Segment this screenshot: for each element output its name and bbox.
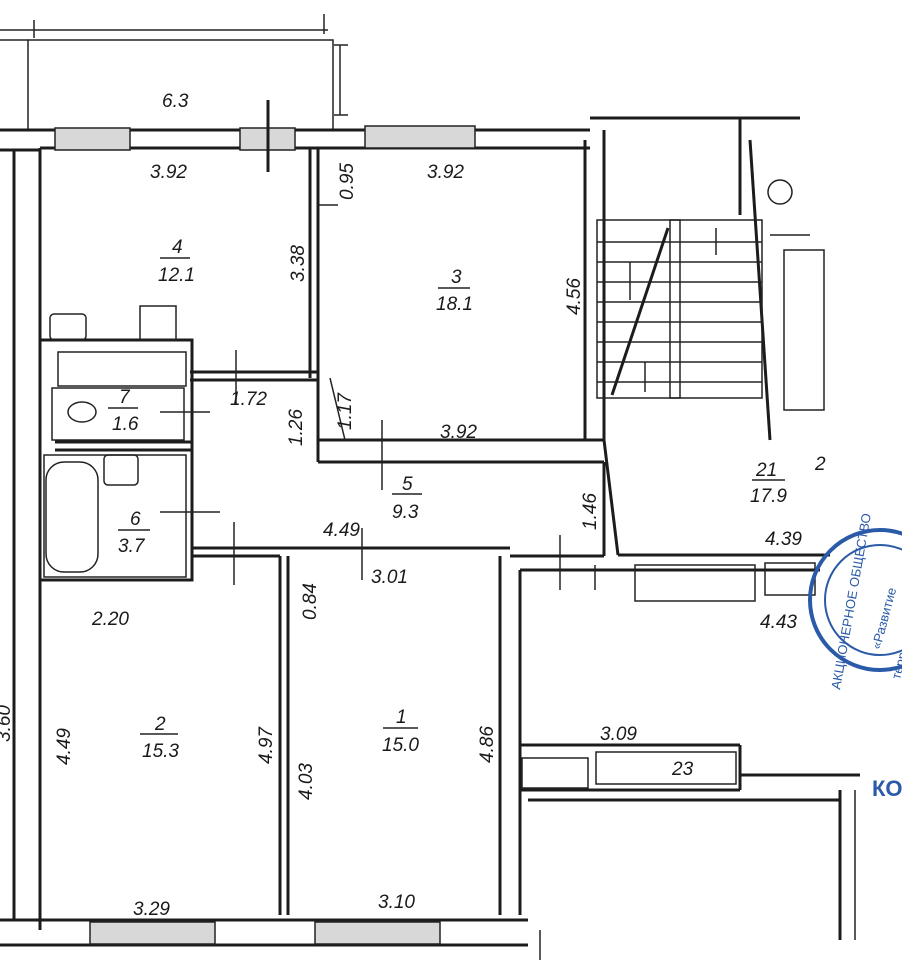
room-area: 3.7 bbox=[118, 536, 146, 557]
room-number: 2 bbox=[154, 714, 166, 735]
dim-room2-top: 2.20 bbox=[91, 609, 129, 630]
dim-room4-top: 3.92 bbox=[150, 162, 187, 183]
room-labels: 4 12.1 3 18.1 7 1.6 5 9.3 6 3.7 21 17.9 bbox=[108, 237, 826, 780]
room-7-label: 7 1.6 bbox=[108, 387, 139, 435]
dim-stair-bottom: 4.39 bbox=[765, 529, 802, 550]
dim-corridor-left: 1.26 bbox=[286, 409, 307, 446]
watermark-id: ID 300459661 bbox=[640, 859, 766, 881]
room-4-label: 4 12.1 bbox=[158, 237, 195, 286]
room-area: 18.1 bbox=[436, 294, 473, 315]
windows bbox=[54, 100, 476, 945]
room-number: 1 bbox=[396, 707, 407, 728]
room-area: 9.3 bbox=[392, 502, 419, 523]
room-number: 5 bbox=[402, 474, 413, 495]
room-area: 1.6 bbox=[112, 414, 139, 435]
dimension-labels: 6.3 3.92 3.92 0.95 3.38 4.56 1.72 1.26 1… bbox=[0, 91, 802, 920]
dim-corridor-right: 1.46 bbox=[580, 493, 601, 530]
company-stamp: АКЦИОНЕРНОЕ ОБЩЕСТВО «Развитие терри bbox=[808, 512, 902, 691]
watermark-logo: ЦИАН bbox=[660, 813, 776, 857]
room-3-label: 3 18.1 bbox=[436, 267, 473, 315]
edge-number: 2 bbox=[814, 454, 826, 475]
dim-room3-right: 4.56 bbox=[564, 278, 585, 315]
fixtures bbox=[45, 305, 177, 573]
dim-room2-bottom: 3.29 bbox=[133, 899, 170, 920]
dim-room2-right: 4.97 bbox=[256, 726, 277, 764]
dim-stair-bottom2: 4.43 bbox=[760, 612, 797, 633]
room-number: 3 bbox=[451, 267, 462, 288]
dim-room2-left: 4.49 bbox=[54, 728, 75, 765]
dim-room3-bottom: 3.92 bbox=[440, 422, 477, 443]
edge-text: КО bbox=[872, 776, 902, 801]
dim-room1-bottom: 3.10 bbox=[378, 892, 415, 913]
stamp-text-center-1: «Развитие bbox=[868, 586, 899, 651]
room-5-label: 5 9.3 bbox=[392, 474, 422, 523]
room-number: 6 bbox=[130, 509, 141, 530]
dim-room1-corner: 0.84 bbox=[300, 583, 321, 620]
room-number: 21 bbox=[755, 460, 777, 481]
room-area: 15.3 bbox=[142, 741, 179, 762]
dim-room23-top: 3.09 bbox=[600, 724, 637, 745]
room-2-label: 2 15.3 bbox=[140, 714, 179, 762]
door-marks bbox=[160, 350, 596, 590]
room-21-label: 21 17.9 bbox=[750, 460, 787, 507]
room-area: 12.1 bbox=[158, 265, 195, 286]
dim-room4-right: 3.38 bbox=[288, 245, 309, 282]
dim-room1-left: 4.03 bbox=[296, 763, 317, 800]
room-1-label: 1 15.0 bbox=[382, 707, 419, 756]
room-number: 4 bbox=[172, 237, 183, 258]
dim-room1-right: 4.86 bbox=[477, 726, 498, 763]
balcony bbox=[0, 14, 348, 131]
dim-room3-corner: 0.95 bbox=[337, 163, 358, 200]
staircase bbox=[596, 179, 825, 411]
dim-left-edge: 3.60 bbox=[0, 705, 15, 742]
dim-bath-right: 1.72 bbox=[230, 389, 267, 410]
dim-room3-top: 3.92 bbox=[427, 162, 464, 183]
dim-room3-left-low: 1.17 bbox=[335, 392, 356, 430]
room-number: 7 bbox=[119, 387, 131, 408]
room-area: 17.9 bbox=[750, 486, 787, 507]
walls bbox=[0, 116, 860, 960]
dim-balcony-top: 6.3 bbox=[162, 91, 189, 112]
dim-room1-top: 3.01 bbox=[371, 567, 408, 588]
dim-corridor-bottom: 4.49 bbox=[323, 520, 360, 541]
room-6-label: 6 3.7 bbox=[118, 509, 150, 557]
room-area: 15.0 bbox=[382, 735, 419, 756]
cian-watermark: ЦИАН ID 300459661 bbox=[640, 813, 776, 881]
room-23-label: 23 bbox=[671, 759, 694, 780]
stamp-text-center-2: терри bbox=[888, 643, 902, 680]
